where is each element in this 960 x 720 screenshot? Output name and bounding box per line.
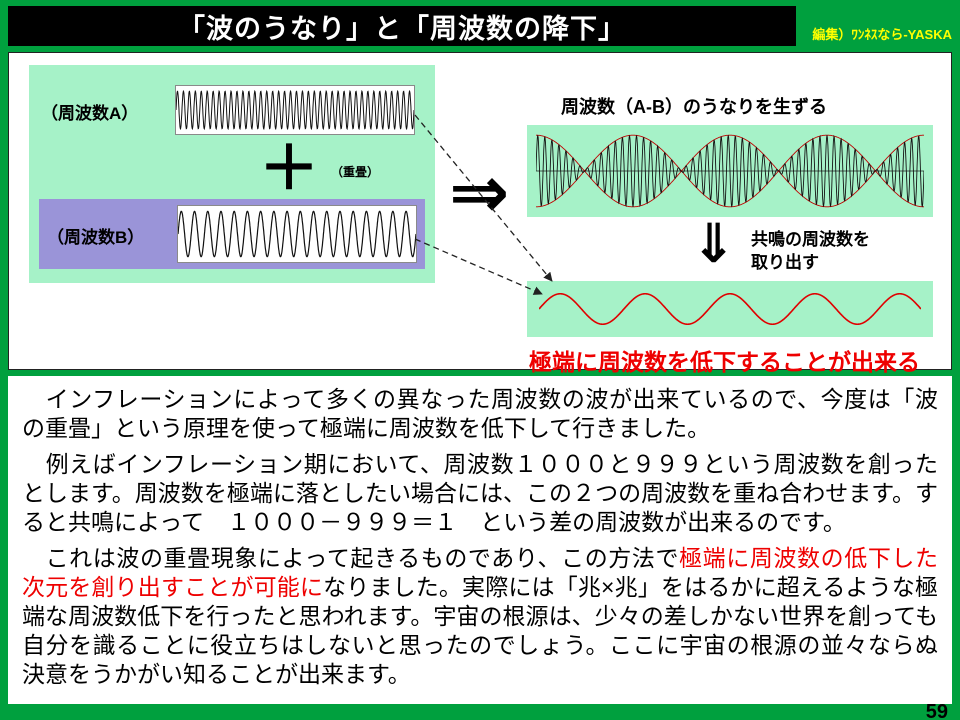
extracted-wave-panel: [527, 281, 933, 337]
beat-caption: 周波数（A‐B）のうなりを生ずる: [561, 97, 827, 117]
paragraph-1: インフレーションによって多くの異なった周波数の波が出来ているので、今度は「波の重…: [22, 385, 938, 443]
page-title: 「波のうなり」と「周波数の降下」: [178, 13, 626, 44]
paragraph-2: 例えばインフレーション期において、周波数１０００と９９９という周波数を創ったとし…: [22, 450, 938, 537]
beat-wave-panel: [527, 125, 933, 217]
wave-a-label: （周波数A）: [41, 104, 139, 123]
wave-b-label: （周波数B）: [47, 228, 145, 247]
resonance-note-line2: 取り出す: [751, 252, 819, 272]
paragraph-3-text-end: なりました。実際には「兆×兆」をはるかに超えるような極端な周波数低下を行ったと思…: [22, 574, 939, 687]
resonance-note-line1: 共鳴の周波数を: [751, 230, 870, 249]
paragraph-3-red-highlight: 極端に周波数の低下した次元を創り出すことが可能に: [22, 545, 938, 600]
paragraph-2-text: 例えばインフレーション期において、周波数１０００と９９９という周波数を創ったとし…: [22, 451, 938, 535]
wave-b-box: [177, 205, 417, 263]
beat-waveform: [536, 134, 924, 208]
paragraph-3: これは波の重畳現象によって起きるものであり、この方法で極端に周波数の低下した次元…: [22, 544, 938, 689]
result-caption: 極端に周波数を低下することが出来る: [529, 349, 920, 375]
wave-a-waveform: [176, 89, 414, 131]
diagram-panel: （周波数A） ＋ （重畳） （周波数B） ⇒ 周波数（A‐B）のうなりを生ずる …: [8, 52, 952, 375]
wave-b-waveform: [178, 210, 416, 258]
plus-sign: ＋: [259, 135, 319, 202]
page-number: 59: [925, 701, 948, 720]
implies-arrow: ⇒: [449, 153, 510, 233]
wave-a-box: [175, 85, 415, 135]
wave-b-panel: （周波数B）: [39, 199, 425, 269]
extracted-waveform: [539, 292, 921, 326]
body-text: インフレーションによって多くの異なった周波数の波が出来ているので、今度は「波の重…: [8, 376, 952, 704]
superposition-label: （重畳）: [331, 165, 380, 179]
paragraph-3-text-start: これは波の重畳現象によって起きるものであり、この方法で: [22, 545, 680, 571]
input-waves-panel: （周波数A） ＋ （重畳） （周波数B）: [29, 65, 435, 283]
credit-text: 編集）ﾜﾝﾈｽなら-YASKA: [812, 27, 952, 42]
title-bar: 「波のうなり」と「周波数の降下」: [8, 6, 796, 46]
down-arrow-icon: ⇓: [691, 214, 737, 274]
resonance-note: 共鳴の周波数を 取り出す: [751, 229, 870, 275]
paragraph-1-text: インフレーションによって多くの異なった周波数の波が出来ているので、今度は「波の重…: [22, 386, 938, 441]
